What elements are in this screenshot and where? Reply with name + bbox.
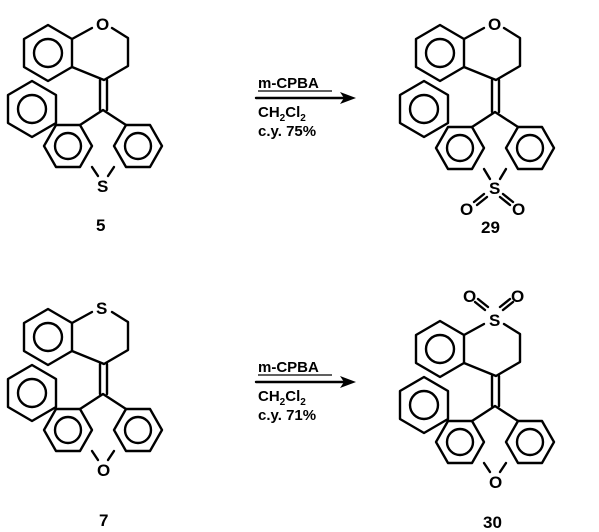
compound-29: O S O O — [398, 15, 556, 219]
sulfone-sulfur-label: S — [489, 179, 500, 198]
reaction-arrow-2 — [254, 376, 356, 388]
compound-number-5: 5 — [96, 216, 105, 235]
reagent-label-1: m-CPBA — [258, 75, 319, 92]
compound-number-7: 7 — [99, 511, 108, 530]
reagent-label-2: m-CPBA — [258, 359, 319, 376]
ring-sulfur-label: S — [96, 299, 107, 318]
ring-oxygen-label: O — [96, 15, 109, 34]
compound-29-lower-fragment — [434, 110, 556, 207]
sulfone-oxygen-right-label: O — [512, 200, 525, 219]
compound-5-upper-fragment — [6, 23, 130, 139]
sulfone-oxygen-right-label: O — [511, 287, 524, 306]
compound-5: O S — [6, 15, 164, 196]
compound-5-lower-fragment — [42, 108, 164, 178]
xanthene-oxygen-label: O — [489, 473, 502, 492]
xanthene-oxygen-label: O — [97, 461, 110, 480]
yield-label-1: c.y. 75% — [258, 123, 316, 140]
compound-30: S O O O — [398, 287, 556, 492]
sulfone-sulfur-label: S — [489, 311, 500, 330]
compound-7: S O — [6, 299, 164, 480]
compound-7-upper-fragment — [6, 307, 130, 423]
compound-number-30: 30 — [483, 513, 502, 532]
compound-30-upper-fragment — [398, 297, 522, 435]
ring-oxygen-label: O — [488, 15, 501, 34]
sulfone-oxygen-left-label: O — [463, 287, 476, 306]
yield-label-2: c.y. 71% — [258, 407, 316, 424]
compound-29-upper-fragment — [398, 23, 522, 139]
solvent-label-2: CH2Cl2 — [258, 388, 306, 408]
compound-30-lower-fragment — [434, 404, 556, 474]
solvent-label-1: CH2Cl2 — [258, 104, 306, 124]
reaction-arrow-1 — [254, 92, 356, 104]
compound-7-lower-fragment — [42, 392, 164, 462]
thioxanthene-sulfur-label: S — [97, 177, 108, 196]
compound-number-29: 29 — [481, 218, 500, 237]
sulfone-oxygen-left-label: O — [460, 200, 473, 219]
